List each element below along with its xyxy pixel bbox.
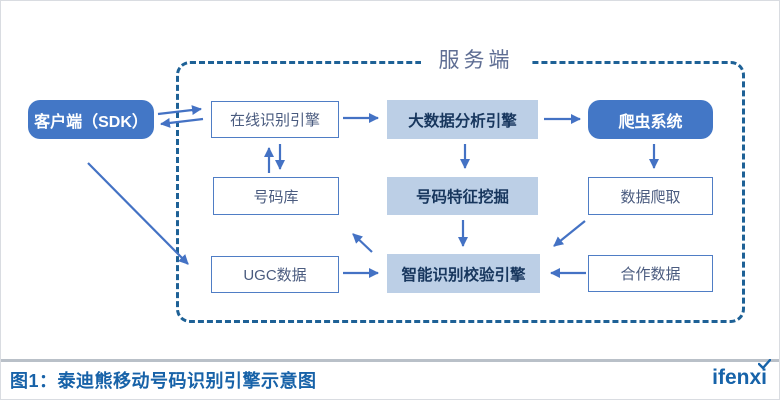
node-number-db: 号码库 — [213, 177, 339, 215]
node-feature-mining: 号码特征挖掘 — [387, 177, 538, 215]
node-data-crawling: 数据爬取 — [588, 177, 713, 215]
ifenxi-logo: ifenxi — [712, 359, 771, 390]
node-bigdata-engine: 大数据分析引擎 — [387, 100, 538, 139]
node-client-sdk: 客户端（SDK） — [28, 100, 154, 139]
ifenxi-logo-check-accent — [758, 359, 771, 370]
node-ugc-data: UGC数据 — [211, 256, 339, 293]
ifenxi-logo-text: ifenxi — [712, 366, 767, 389]
edge-datacrawl-to-smart — [553, 220, 586, 247]
edge-client-to-online — [157, 105, 202, 116]
edge-smart-to-numberdb — [352, 233, 373, 253]
node-crawler-system: 爬虫系统 — [588, 100, 713, 139]
node-online-engine: 在线识别引擎 — [211, 101, 339, 138]
node-smart-engine: 智能识别校验引擎 — [387, 254, 540, 293]
figure-caption: 图1：泰迪熊移动号码识别引擎示意图 — [10, 371, 317, 391]
edge-client-to-ugc — [87, 162, 189, 265]
server-group-label: 服务端 — [421, 46, 531, 76]
edge-online-to-client — [160, 117, 204, 128]
footer-divider — [1, 359, 779, 362]
node-partner-data: 合作数据 — [588, 255, 713, 292]
